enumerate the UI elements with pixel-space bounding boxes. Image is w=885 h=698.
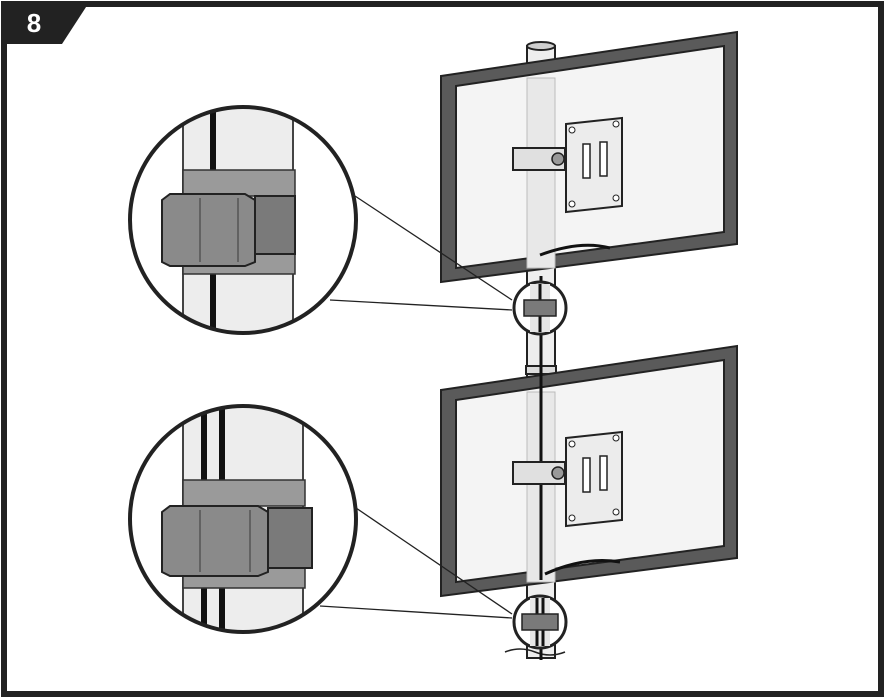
lower-vesa-bracket [512,430,623,528]
step-tab-shape [4,4,88,44]
upper-vesa-bracket [512,116,623,214]
lower-monitor [440,344,738,598]
leader-lines [319,195,513,619]
lower-detail-callout [128,404,358,634]
upper-detail-callout [128,105,358,335]
step-badge: 8 [0,0,90,44]
lower-clip-marker [512,594,568,650]
step-number: 8 [26,8,42,38]
upper-clip-marker [512,280,568,336]
upper-monitor [440,30,738,284]
